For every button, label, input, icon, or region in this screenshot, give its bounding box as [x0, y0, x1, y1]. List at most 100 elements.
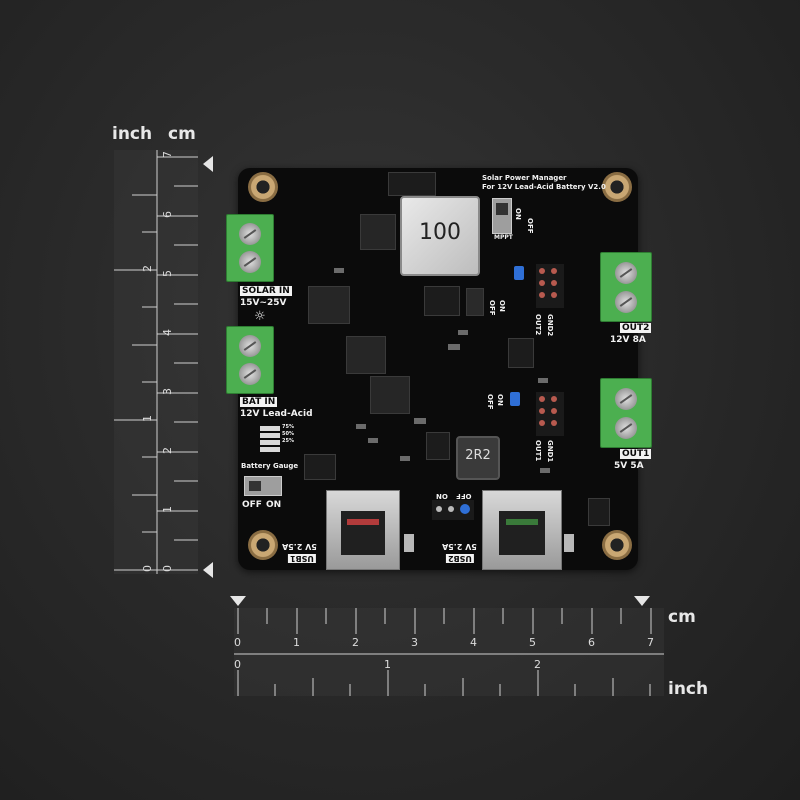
- bat-in-terminal[interactable]: [226, 326, 274, 394]
- left-inch-label: inch: [112, 124, 153, 144]
- usb-switch-off: OFF: [456, 492, 472, 500]
- out1-terminal[interactable]: [600, 378, 652, 448]
- battery-gauge-switch[interactable]: [244, 476, 282, 496]
- controller-chip: [424, 286, 460, 316]
- regulator-chip: [360, 214, 396, 250]
- left-cm-tick-5: 5: [161, 270, 174, 277]
- gauge-level-75: 75%: [282, 424, 294, 430]
- left-ruler-marker-top: [203, 156, 213, 172]
- terminal-screw[interactable]: [615, 417, 637, 439]
- smd-resistor: [400, 456, 410, 461]
- mounting-hole-bottom-right: [602, 530, 632, 560]
- terminal-screw[interactable]: [615, 291, 637, 313]
- usb2-port[interactable]: [482, 490, 562, 570]
- gauge-level-25: 25%: [282, 438, 294, 444]
- terminal-screw[interactable]: [239, 223, 261, 245]
- out2-terminal[interactable]: [600, 252, 652, 322]
- bottom-cm-tick-0: 0: [234, 636, 241, 649]
- bottom-cm-tick-6: 6: [588, 636, 595, 649]
- terminal-screw[interactable]: [239, 251, 261, 273]
- out2-switch-off: OFF: [488, 300, 496, 316]
- mppt-label: MPPT: [494, 234, 513, 241]
- terminal-screw[interactable]: [615, 262, 637, 284]
- out2-switch-on: ON: [498, 300, 506, 312]
- out2-driver-chip: [508, 338, 534, 368]
- bottom-ruler-marker-left: [230, 596, 246, 606]
- smd-capacitor: [564, 534, 574, 552]
- gauge-on-label: ON: [266, 500, 282, 510]
- left-inch-tick-2: 2: [141, 265, 154, 272]
- out1-pin-label: OUT1: [534, 440, 542, 462]
- bat-in-label: BAT IN: [240, 397, 278, 407]
- switch-knob[interactable]: [496, 203, 508, 215]
- bottom-ruler: 0 1 2 3 4 5 6 7 0 1 2: [234, 608, 666, 698]
- gnd1-pin-label: GND1: [546, 440, 554, 463]
- smd-resistor: [448, 344, 460, 350]
- bottom-inch-tick-1: 1: [384, 658, 391, 671]
- left-cm-tick-3: 3: [161, 388, 174, 395]
- solar-in-range: 15V~25V: [240, 298, 287, 308]
- terminal-screw[interactable]: [239, 335, 261, 357]
- small-inductor: 2R2: [456, 436, 500, 480]
- bottom-cm-label: cm: [668, 607, 696, 627]
- left-cm-label: cm: [168, 124, 196, 144]
- bottom-cm-tick-7: 7: [647, 636, 654, 649]
- out2-blue-jumper[interactable]: [514, 266, 524, 280]
- mppt-switch[interactable]: [492, 198, 512, 234]
- bottom-cm-tick-3: 3: [411, 636, 418, 649]
- gauge-off-label: OFF: [242, 500, 262, 510]
- usb2-rating: 5V 2.5A: [442, 542, 477, 551]
- out1-red-header[interactable]: [536, 392, 564, 436]
- solar-power-manager-board: Solar Power Manager For 12V Lead-Acid Ba…: [226, 168, 652, 570]
- bottom-inch-tick-0: 0: [234, 658, 241, 671]
- left-inch-tick-0: 0: [141, 565, 154, 572]
- solar-in-terminal[interactable]: [226, 214, 274, 282]
- usb-jumper-header[interactable]: [432, 500, 474, 520]
- out1-switch-off: OFF: [486, 394, 494, 410]
- mosfet-chip-1: [308, 286, 350, 324]
- usb1-port[interactable]: [326, 490, 400, 570]
- mppt-on-label: ON: [514, 208, 522, 220]
- small-inductor-marking: 2R2: [465, 448, 491, 463]
- usb1-rating: 5V 2.5A: [282, 542, 317, 551]
- bottom-cm-tick-2: 2: [352, 636, 359, 649]
- smd-resistor: [414, 418, 426, 424]
- mppt-off-label: OFF: [526, 218, 534, 234]
- usb-switch-on: ON: [436, 492, 448, 500]
- bat-in-type: 12V Lead-Acid: [240, 409, 313, 419]
- board-title-line2: For 12V Lead-Acid Battery V2.0: [482, 183, 606, 191]
- out1-label: OUT1: [620, 449, 652, 459]
- battery-gauge-label: Battery Gauge: [241, 462, 299, 470]
- usb-controller-chip-1: [426, 432, 450, 460]
- out1-switch-on: ON: [496, 394, 504, 406]
- usb1-port-opening: [341, 511, 385, 555]
- battery-gauge-leds: [260, 426, 280, 454]
- bottom-inch-tick-2: 2: [534, 658, 541, 671]
- mosfet-chip-2: [346, 336, 386, 374]
- mounting-hole-top-left: [248, 172, 278, 202]
- left-cm-tick-4: 4: [161, 329, 174, 336]
- gauge-chip: [304, 454, 336, 480]
- bottom-inch-label: inch: [668, 679, 709, 699]
- usb2-port-opening: [499, 511, 545, 555]
- out2-red-header[interactable]: [536, 264, 564, 308]
- sun-icon: ☼: [254, 309, 266, 324]
- terminal-screw[interactable]: [239, 363, 261, 385]
- left-cm-tick-6: 6: [161, 211, 174, 218]
- bottom-ruler-marker-right: [634, 596, 650, 606]
- left-cm-tick-0: 0: [161, 565, 174, 572]
- mounting-hole-bottom-left: [248, 530, 278, 560]
- left-inch-tick-1: 1: [141, 415, 154, 422]
- bottom-cm-tick-4: 4: [470, 636, 477, 649]
- smd-capacitor: [404, 534, 414, 552]
- terminal-screw[interactable]: [615, 388, 637, 410]
- mosfet-chip-3: [370, 376, 410, 414]
- top-chip: [388, 172, 436, 196]
- out1-driver-chip: [588, 498, 610, 526]
- gnd2-pin-label: GND2: [546, 314, 554, 337]
- left-cm-tick-7: 7: [161, 151, 174, 158]
- switch-knob[interactable]: [249, 481, 261, 491]
- main-inductor-marking: 100: [419, 220, 461, 245]
- left-cm-tick-1: 1: [161, 506, 174, 513]
- out1-blue-jumper[interactable]: [510, 392, 520, 406]
